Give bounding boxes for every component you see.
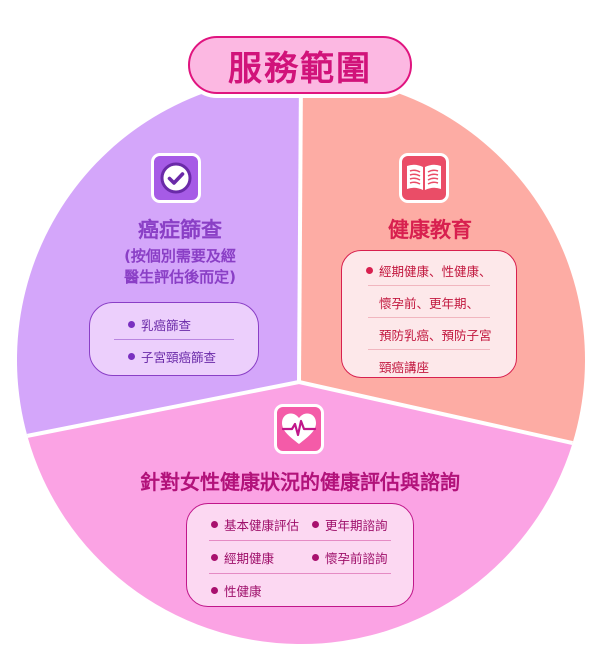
divider [114,339,234,340]
divider [209,540,391,541]
divider-left [26,380,300,438]
list-item: 經期健康 [211,548,274,567]
assessment-title: 針對女性健康狀況的健康評估與諮詢 [140,470,460,494]
list-item: 性健康 [211,581,262,600]
open-book-icon [399,153,449,203]
list-item-continued: 懷孕前、更年期、 [379,296,480,311]
screening-subtitle-line1: (按個別需要及經 [124,247,236,265]
check-circle-icon [151,153,201,203]
bullet-icon [128,353,135,360]
bullet-icon [128,321,135,328]
screening-list: 乳癌篩查 子宮頸癌篩查 [89,302,259,376]
screening-title: 癌症篩查 [138,218,222,242]
list-item: 經期健康、性健康、 [366,261,492,280]
page-title: 服務範圍 [228,48,372,89]
bullet-icon [312,521,319,528]
divider [209,573,391,574]
bullet-icon [211,587,218,594]
divider [368,285,490,286]
education-list: 經期健康、性健康、 懷孕前、更年期、 預防乳癌、預防子宮 頸癌講座 [341,250,517,378]
page-title-pill: 服務範圍 [188,36,412,94]
screening-subtitle: (按個別需要及經 醫生評估後而定) [80,246,280,288]
divider [368,317,490,318]
divider-top [297,75,303,383]
divider-right [298,380,574,445]
bullet-icon [211,554,218,561]
list-item-continued: 頸癌講座 [379,360,430,375]
list-item: 懷孕前諮詢 [312,548,388,567]
list-item: 子宮頸癌篩查 [128,347,216,366]
heart-pulse-icon [274,404,324,454]
bullet-icon [211,521,218,528]
bullet-icon [366,267,373,274]
list-item: 乳癌篩查 [128,315,191,334]
list-item-continued: 預防乳癌、預防子宮 [379,328,492,343]
divider [368,349,490,350]
education-title: 健康教育 [388,218,472,242]
list-item: 基本健康評估 [211,515,299,534]
screening-subtitle-line2: 醫生評估後而定) [124,268,236,286]
bullet-icon [312,554,319,561]
list-item: 更年期諮詢 [312,515,388,534]
assessment-list: 基本健康評估 更年期諮詢 經期健康 懷孕前諮詢 性健康 [186,503,414,607]
